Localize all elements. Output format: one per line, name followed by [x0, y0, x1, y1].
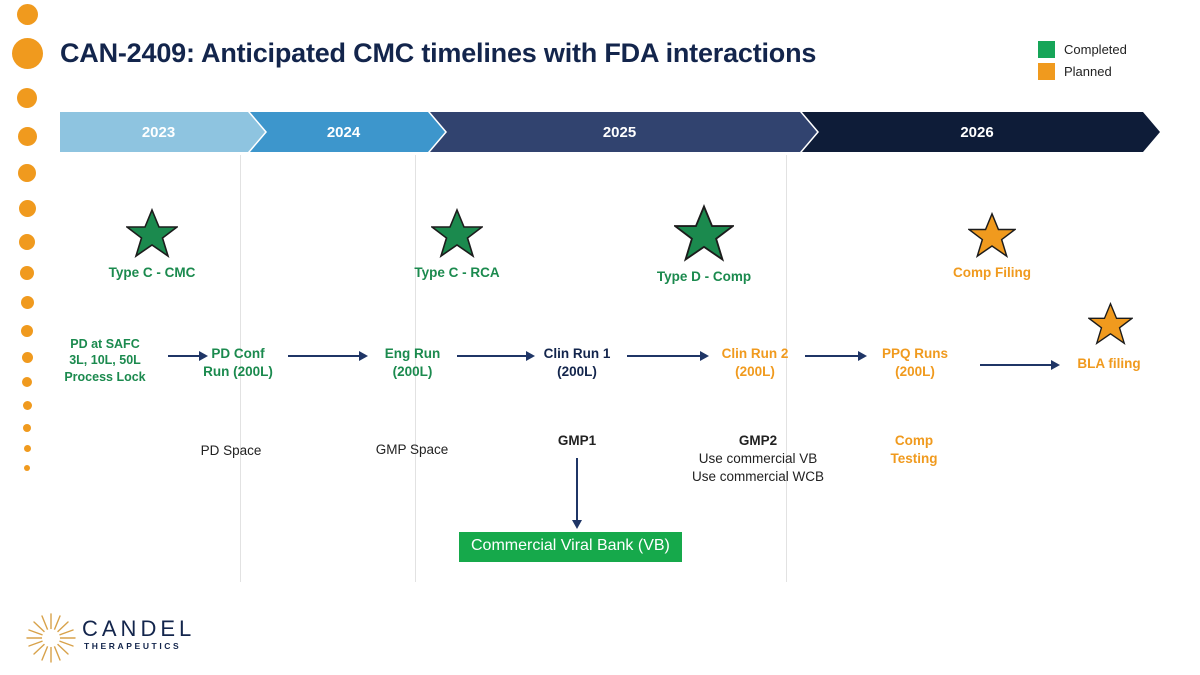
legend-item-completed: Completed	[1038, 40, 1127, 59]
process-step-line: Run (200L)	[203, 363, 273, 379]
process-step-line: Process Lock	[64, 369, 146, 384]
process-step-clin-run-2: Clin Run 2 (200L)	[700, 345, 810, 380]
year-label-2023: 2023	[141, 123, 176, 141]
year-segment-2025: 2025	[430, 112, 817, 152]
process-step-line: (200L)	[895, 363, 935, 379]
milestone-label: Comp Filing	[953, 265, 1031, 280]
column-divider	[240, 155, 241, 582]
decor-dot	[23, 424, 31, 432]
flow-arrow	[288, 351, 368, 361]
note-comp-testing: Comp Testing	[860, 432, 968, 468]
legend-label-planned: Planned	[1064, 64, 1112, 79]
note-gmp-space: GMP Space	[356, 441, 468, 459]
commercial-viral-bank-box: Commercial Viral Bank (VB)	[459, 532, 682, 562]
flow-arrow	[627, 351, 709, 361]
note-text: GMP Space	[375, 442, 449, 457]
decor-dot	[24, 465, 30, 471]
note-line: Testing	[890, 451, 938, 467]
milestone-bla-filing-star	[1050, 301, 1170, 350]
star-icon	[966, 211, 1018, 258]
process-step-eng-run: Eng Run (200L)	[360, 345, 465, 380]
note-pd-space: PD Space	[175, 442, 287, 460]
decor-dot	[12, 38, 43, 69]
sunburst-icon	[26, 613, 76, 663]
milestone-label: Type C - RCA	[414, 265, 500, 280]
decor-dot	[18, 127, 37, 146]
process-step-line: Eng Run	[384, 346, 441, 361]
decor-dot	[22, 377, 32, 387]
column-divider	[786, 155, 787, 582]
decor-dot	[21, 296, 34, 309]
logo-wordmark: CANDEL	[82, 616, 196, 641]
flow-arrow	[980, 360, 1060, 370]
process-step-line: Clin Run 1	[543, 346, 611, 361]
year-label-2025: 2025	[602, 123, 637, 141]
note-gmp1: GMP1	[522, 432, 632, 450]
process-step-bla-filing: BLA filing	[1053, 355, 1165, 373]
process-step-line: Clin Run 2	[721, 346, 789, 361]
star-icon	[672, 204, 736, 262]
process-step-line: PPQ Runs	[881, 346, 948, 361]
process-step-pd-conf-run: PD Conf Run (200L)	[183, 345, 293, 380]
year-label-2026: 2026	[960, 123, 994, 141]
logo-subtitle: THERAPEUTICS	[84, 641, 182, 651]
process-step-line: PD Conf	[211, 346, 265, 361]
decor-dot	[17, 4, 38, 25]
year-segment-2024: 2024	[250, 112, 445, 152]
decor-dot	[19, 200, 36, 217]
note-header: GMP1	[557, 433, 597, 448]
process-step-ppq-runs: PPQ Runs (200L)	[860, 345, 970, 380]
process-step-pd-at-safc: PD at SAFC 3L, 10L, 50L Process Lock	[44, 336, 166, 385]
decorative-dot-column	[0, 0, 56, 560]
legend-item-planned: Planned	[1038, 62, 1127, 81]
page-title: CAN-2409: Anticipated CMC timelines with…	[60, 38, 817, 68]
star-icon	[429, 207, 485, 258]
decor-dot	[22, 352, 33, 363]
note-gmp2: GMP2 Use commercial VB Use commercial WC…	[682, 432, 834, 487]
legend-swatch-completed	[1038, 41, 1055, 58]
process-step-line: BLA filing	[1077, 356, 1141, 371]
note-header: GMP2	[738, 433, 778, 448]
decor-dot	[19, 234, 35, 250]
decor-dot	[24, 445, 31, 452]
process-step-line: PD at SAFC	[70, 337, 140, 351]
milestone-type-c-cmc: Type C - CMC	[92, 207, 212, 280]
flow-arrow	[457, 351, 535, 361]
process-step-clin-run-1: Clin Run 1 (200L)	[522, 345, 632, 380]
year-label-2024: 2024	[326, 123, 361, 141]
process-step-line: (200L)	[392, 363, 433, 379]
year-segment-2026: 2026	[802, 112, 1160, 152]
star-icon	[1086, 301, 1134, 345]
timeline-year-bar: 2023 2024 2025 2026	[60, 112, 1160, 152]
decor-dot	[17, 88, 37, 108]
decor-dot	[21, 325, 33, 337]
flow-arrow	[805, 351, 867, 361]
candel-therapeutics-logo: CANDEL THERAPEUTICS	[22, 608, 192, 664]
note-line: Comp	[894, 433, 934, 448]
process-step-line: (200L)	[557, 363, 597, 379]
star-icon	[124, 207, 180, 258]
process-step-line: (200L)	[735, 363, 775, 379]
milestone-comp-filing: Comp Filing	[932, 211, 1052, 280]
decor-dot	[23, 401, 32, 410]
process-step-line: 3L, 10L, 50L	[69, 353, 141, 368]
column-divider	[415, 155, 416, 582]
milestone-type-c-rca: Type C - RCA	[397, 207, 517, 280]
note-line: Use commercial WCB	[691, 469, 824, 485]
milestone-label: Type C - CMC	[108, 265, 196, 280]
legend-swatch-planned	[1038, 63, 1055, 80]
milestone-type-d-comp: Type D - Comp	[644, 204, 764, 284]
note-line: Use commercial VB	[698, 451, 818, 467]
legend: Completed Planned	[1038, 40, 1127, 84]
decor-dot	[20, 266, 34, 280]
note-text: PD Space	[200, 443, 262, 458]
decor-dot	[18, 164, 36, 182]
legend-label-completed: Completed	[1064, 42, 1127, 57]
year-segment-2023: 2023	[60, 112, 265, 152]
milestone-label: Type D - Comp	[656, 269, 752, 284]
flow-arrow	[168, 351, 208, 361]
